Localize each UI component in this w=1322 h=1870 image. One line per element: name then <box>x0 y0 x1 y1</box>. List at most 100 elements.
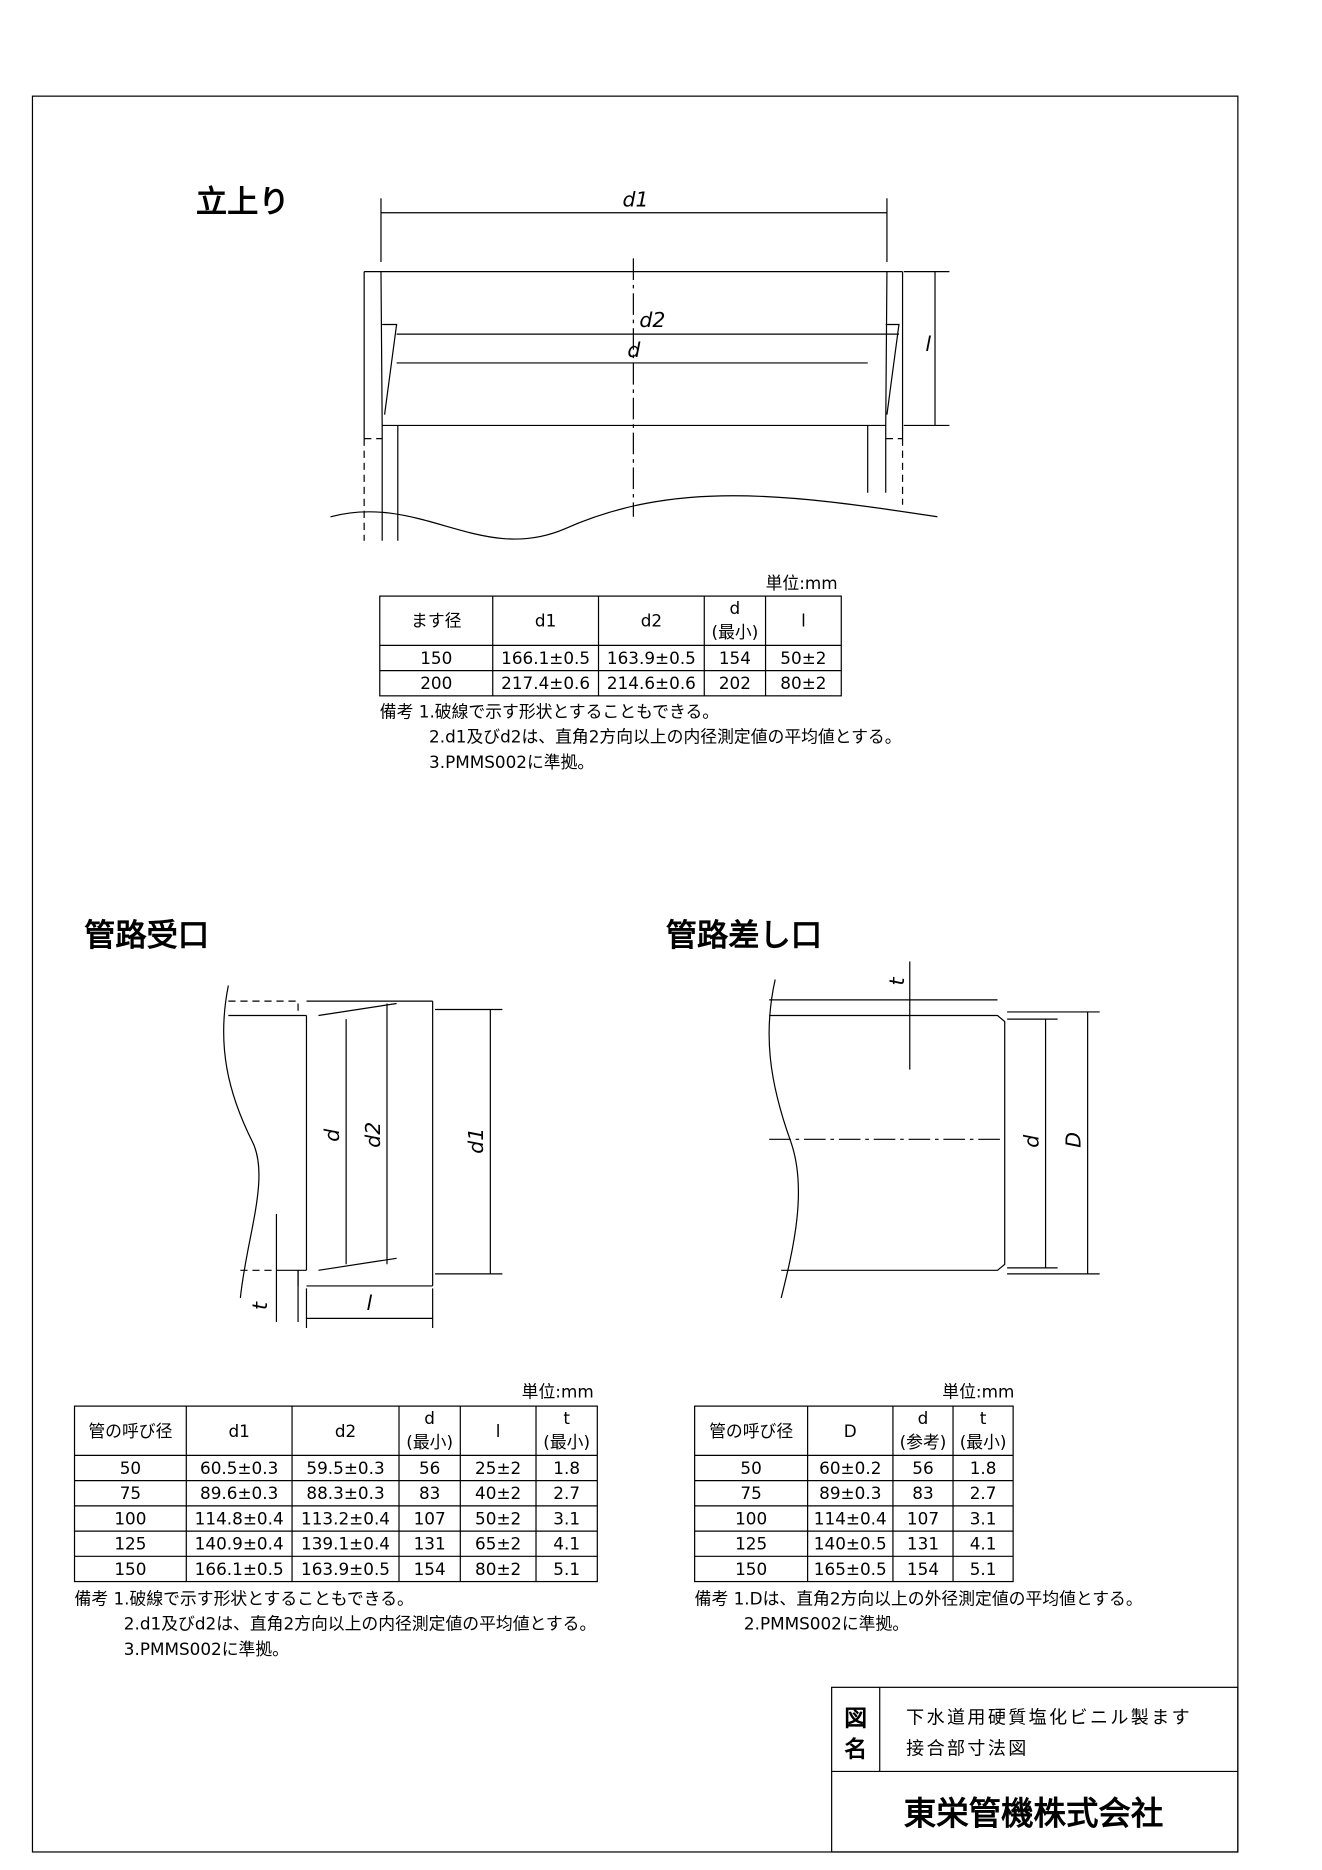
table-header-cell: l <box>801 611 806 631</box>
socket-note: 備考 1.破線で示す形状とすることもできる。 <box>75 1588 414 1608</box>
table-frame <box>694 1405 1014 1583</box>
table-header-cell: l <box>496 1421 501 1441</box>
table-cell: 125 <box>735 1534 767 1554</box>
company-name: 東栄管機株式会社 <box>904 1794 1164 1832</box>
riser-unit-label: 単位:mm <box>766 573 838 593</box>
drawing-title-line-2: 接合部寸法図 <box>906 1739 1029 1760</box>
table-cell: 163.9±0.5 <box>301 1559 390 1579</box>
table-cell: 50±2 <box>475 1508 521 1528</box>
table-cell: 60±0.2 <box>819 1458 881 1478</box>
table-cell: 3.1 <box>553 1508 580 1528</box>
table-cell: 80±2 <box>780 673 826 693</box>
table-cell: 154 <box>414 1559 446 1579</box>
table-header-cell: 管の呼び径 <box>88 1421 172 1441</box>
table-cell: 88.3±0.3 <box>306 1483 384 1503</box>
table-cell: 3.1 <box>970 1508 997 1528</box>
riser-note: 2.d1及びd2は、直角2方向以上の内径測定値の平均値とする。 <box>429 727 901 747</box>
section-title-riser: 立上り <box>196 185 290 221</box>
table-cell: 89.6±0.3 <box>200 1483 278 1503</box>
table-cell: 154 <box>719 648 751 668</box>
dim-d2-label: d2 <box>639 308 665 332</box>
table-header-cell: ます径 <box>411 611 462 631</box>
socket-note: 3.PMMS002に準拠。 <box>124 1639 289 1659</box>
table-cell: 4.1 <box>970 1534 997 1554</box>
table-frame <box>73 1405 598 1583</box>
table-cell: 50 <box>120 1458 141 1478</box>
sheet-border <box>31 95 1239 1853</box>
socket-dim-d1-label: d1 <box>464 1128 488 1154</box>
section-title-socket: 管路受口 <box>84 918 209 954</box>
table-cell: 80±2 <box>475 1559 521 1579</box>
socket-dim-t-label: t <box>248 1301 272 1310</box>
table-cell: 166.1±0.5 <box>501 648 590 668</box>
table-cell: 131 <box>907 1534 939 1554</box>
table-cell: 166.1±0.5 <box>195 1559 284 1579</box>
socket-drawing: d d2 d1 l t <box>223 985 503 1328</box>
table-cell: 107 <box>907 1508 939 1528</box>
table-cell: 59.5±0.3 <box>306 1458 384 1478</box>
socket-unit-label: 単位:mm <box>522 1382 594 1402</box>
table-cell: 100 <box>114 1508 146 1528</box>
table-cell: 25±2 <box>475 1458 521 1478</box>
table-header-cell: d(参考) <box>900 1408 947 1452</box>
table-cell: 40±2 <box>475 1483 521 1503</box>
socket-note: 2.d1及びd2は、直角2方向以上の内径測定値の平均値とする。 <box>124 1614 596 1634</box>
table-header-cell: t(最小) <box>960 1408 1007 1452</box>
spigot-dim-t-label: t <box>885 976 909 985</box>
table-cell: 107 <box>414 1508 446 1528</box>
table-header-cell: d(最小) <box>712 598 759 642</box>
table-cell: 2.7 <box>553 1483 580 1503</box>
table-cell: 1.8 <box>970 1458 997 1478</box>
table-cell: 131 <box>414 1534 446 1554</box>
section-title-spigot: 管路差し口 <box>666 918 822 954</box>
table-cell: 113.2±0.4 <box>301 1508 390 1528</box>
spigot-unit-label: 単位:mm <box>942 1382 1014 1402</box>
table-cell: 50±2 <box>780 648 826 668</box>
table-cell: 100 <box>735 1508 767 1528</box>
table-cell: 5.1 <box>970 1559 997 1579</box>
table-cell: 4.1 <box>553 1534 580 1554</box>
table-cell: 154 <box>907 1559 939 1579</box>
table-cell: 60.5±0.3 <box>200 1458 278 1478</box>
table-cell: 75 <box>120 1483 141 1503</box>
table-header-cell: d2 <box>335 1421 356 1441</box>
table-header-cell: D <box>844 1421 857 1441</box>
table-cell: 56 <box>912 1458 933 1478</box>
table-cell: 2.7 <box>970 1483 997 1503</box>
socket-dim-l-label: l <box>367 1291 373 1315</box>
table-cell: 214.6±0.6 <box>607 673 696 693</box>
table-cell: 140±0.5 <box>814 1534 887 1554</box>
table-cell: 200 <box>420 673 452 693</box>
title-label-1: 図 <box>844 1706 867 1732</box>
dim-l-label: l <box>925 332 931 356</box>
table-header-cell: d2 <box>641 611 662 631</box>
table-cell: 139.1±0.4 <box>301 1534 390 1554</box>
table-cell: 1.8 <box>553 1458 580 1478</box>
table-header-cell: 管の呼び径 <box>709 1421 793 1441</box>
table-cell: 56 <box>419 1458 440 1478</box>
riser-drawing: d1 d2 d l <box>330 188 950 541</box>
table-cell: 50 <box>740 1458 761 1478</box>
table-cell: 5.1 <box>553 1559 580 1579</box>
table-cell: 83 <box>419 1483 440 1503</box>
table-cell: 125 <box>114 1534 146 1554</box>
table-cell: 150 <box>735 1559 767 1579</box>
spigot-dim-D-label: D <box>1061 1132 1085 1148</box>
table-cell: 163.9±0.5 <box>607 648 696 668</box>
table-cell: 65±2 <box>475 1534 521 1554</box>
table-cell: 150 <box>114 1559 146 1579</box>
riser-note: 備考 1.破線で示す形状とすることもできる。 <box>380 701 719 721</box>
table-cell: 150 <box>420 648 452 668</box>
table-header-cell: d1 <box>228 1421 249 1441</box>
dim-d-label: d <box>627 338 641 362</box>
table-cell: 140.9±0.4 <box>195 1534 284 1554</box>
dim-d1-label: d1 <box>623 188 649 212</box>
socket-dim-d2-label: d2 <box>361 1122 385 1148</box>
spigot-dim-d-label: d <box>1019 1134 1043 1148</box>
title-block: 図 名 下水道用硬質塩化ビニル製ます 接合部寸法図 東栄管機株式会社 <box>831 1686 1239 1853</box>
socket-dim-d-label: d <box>320 1128 344 1142</box>
